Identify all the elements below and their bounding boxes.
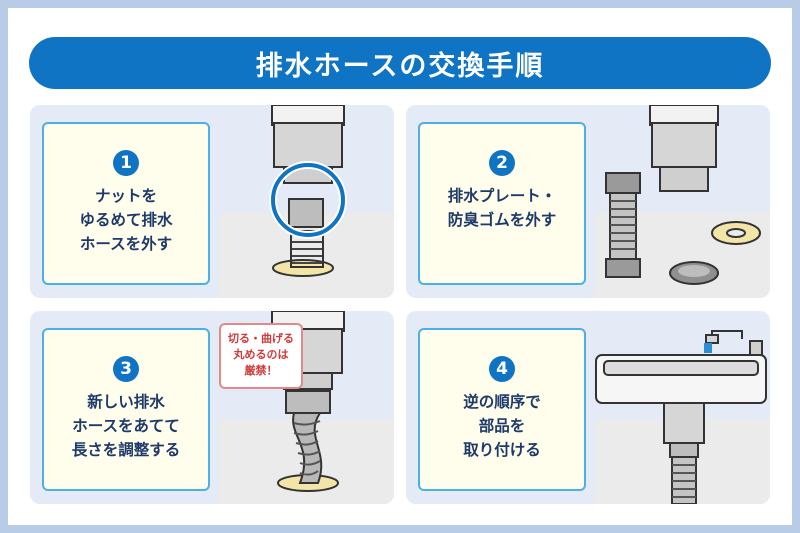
step-text-3: 新しい排水 ホースをあてて 長さを調整する: [71, 393, 181, 459]
step-number-3: 3: [113, 356, 139, 382]
step-text-1: ナットを ゆるめて排水 ホースを外す: [79, 187, 173, 253]
step-card-1: 1 ナットを ゆるめて排水 ホースを外す: [42, 122, 210, 285]
step-number-1: 1: [113, 150, 139, 176]
warning-note: 切る・曲げる 丸めるのは 厳禁！: [219, 323, 303, 389]
step-panel-4: 4 逆の順序で 部品を 取り付ける: [406, 311, 770, 504]
step-card-2: 2 排水プレート・ 防臭ゴムを外す: [418, 122, 586, 285]
page-title: 排水ホースの交換手順: [29, 37, 771, 89]
step-card-3: 3 新しい排水 ホースをあてて 長さを調整する: [42, 328, 210, 491]
step-card-4: 4 逆の順序で 部品を 取り付ける: [418, 328, 586, 491]
step-panel-2: 2 排水プレート・ 防臭ゴムを外す: [406, 105, 770, 298]
remove-plate-illustration: [594, 105, 770, 298]
sink-reassembly-illustration: [594, 330, 770, 504]
step-text-2: 排水プレート・ 防臭ゴムを外す: [447, 187, 557, 229]
step-number-4: 4: [489, 356, 515, 382]
step-text-4: 逆の順序で 部品を 取り付ける: [463, 393, 541, 459]
remove-hose-illustration: [218, 105, 394, 298]
step-panel-3: 3 新しい排水 ホースをあてて 長さを調整する: [30, 311, 394, 504]
step-panel-1: 1 ナットを ゆるめて排水 ホースを外す: [30, 105, 394, 298]
step-number-2: 2: [489, 150, 515, 176]
adjust-hose-illustration: [218, 311, 394, 504]
